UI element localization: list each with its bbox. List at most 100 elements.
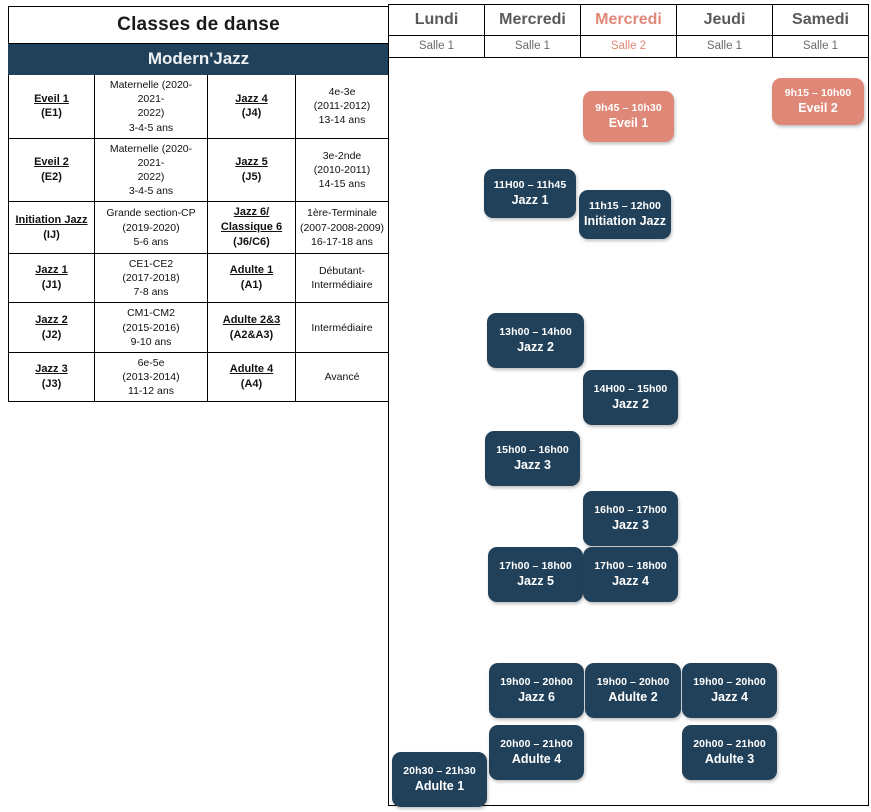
- class-abbr: (A4): [240, 378, 263, 391]
- class-description-right: Avancé: [295, 351, 389, 403]
- room-label: Salle 2: [581, 36, 676, 57]
- classes-table-body: Classes de danse Modern'Jazz: [8, 6, 389, 75]
- dance-style-header: Modern'Jazz: [8, 43, 389, 75]
- class-abbr: (IJ): [43, 228, 60, 241]
- class-description-right: 4e-3e(2011-2012)13-14 ans: [295, 74, 389, 139]
- description-line: 2022): [137, 171, 165, 184]
- class-code-right: Jazz 5(J5): [207, 137, 296, 203]
- class-abbr: (A2&A3): [229, 328, 274, 341]
- description-line: 9-10 ans: [130, 335, 172, 348]
- event-course: Adulte 1: [414, 779, 465, 794]
- classes-table-title-row: Classes de danse: [8, 6, 389, 44]
- class-code-left: Initiation Jazz (IJ): [8, 201, 95, 254]
- event-time: 15h00 – 16h00: [496, 443, 569, 456]
- day-name: Mercredi: [581, 5, 676, 36]
- day-name: Jeudi: [677, 5, 772, 36]
- event-course: Adulte 4: [511, 752, 562, 767]
- description-line: 3e-2nde: [322, 149, 362, 162]
- class-abbr: (J1): [41, 279, 62, 292]
- class-code-left: Jazz 3(J3): [8, 351, 95, 403]
- classes-rows: Eveil 1(E1)Maternelle (2020-2021-2022)3-…: [8, 74, 389, 403]
- class-description-right: Débutant-Intermédiaire: [295, 252, 389, 304]
- room-label: Salle 1: [773, 36, 868, 57]
- event-course: Jazz 3: [514, 458, 551, 473]
- class-code-right: Adulte 4 (A4): [207, 351, 296, 403]
- classes-table: Classes de danse Modern'Jazz Eveil 1 (E1)…: [8, 6, 389, 403]
- event-course: Jazz 4: [711, 690, 748, 705]
- description-line: 16-17-18 ans: [311, 235, 373, 248]
- room-label: Salle 1: [389, 36, 484, 57]
- class-code-right: Jazz 6/ Classique 6(J6/C6): [207, 201, 296, 254]
- page-title: Classes de danse: [8, 6, 389, 44]
- class-name: Jazz 6/ Classique 6: [220, 206, 283, 234]
- event-time: 17h00 – 18h00: [594, 559, 667, 572]
- description-line: (2013-2014): [122, 371, 180, 384]
- description-line: Débutant-: [318, 264, 366, 277]
- class-name: Eveil 1: [34, 92, 69, 105]
- class-name: Jazz 4: [235, 92, 268, 105]
- table-row: Initiation Jazz(IJ)Grande section-CP(201…: [8, 201, 389, 254]
- event-course: Jazz 3: [612, 518, 649, 533]
- description-line: 4e-3e: [328, 86, 356, 99]
- description-line: 13-14 ans: [318, 114, 366, 127]
- table-row: Eveil 1 (E1) Maternelle (2020-2021-2022)3-…: [8, 74, 389, 139]
- event-time: 16h00 – 17h00: [594, 503, 667, 516]
- class-name: Eveil 2: [34, 156, 69, 169]
- class-name: Initiation Jazz: [15, 213, 88, 226]
- day-name: Lundi: [389, 5, 484, 36]
- event-time: 20h00 – 21h00: [500, 737, 573, 750]
- description-line: 5-6 ans: [133, 235, 169, 248]
- description-line: 14-15 ans: [318, 178, 366, 191]
- class-name: Jazz 2: [35, 313, 68, 326]
- description-line: (2015-2016): [122, 321, 180, 334]
- description-line: 3-4-5 ans: [128, 121, 174, 134]
- event-course: Jazz 5: [517, 574, 554, 589]
- class-abbr: (J2): [41, 328, 62, 341]
- description-line: 7-8 ans: [133, 286, 169, 299]
- class-abbr: (J5): [241, 171, 262, 184]
- class-code-right: Jazz 4(J4): [207, 74, 296, 139]
- event-course: Adulte 2: [608, 690, 658, 705]
- description-line: 1ère-Terminale: [306, 207, 378, 220]
- description-line: 3-4-5 ans: [128, 185, 174, 198]
- event-time: 9h15 – 10h00: [784, 86, 852, 99]
- event-course: Jazz 4: [612, 574, 649, 589]
- day-name: Samedi: [773, 5, 868, 36]
- class-description-left: Maternelle (2020-2021-2022)3-4-5 ans: [94, 74, 208, 139]
- event-course: Jazz 1: [511, 193, 549, 208]
- class-description-right: 1ère-Terminale(2007-2008-2009)16-17-18 a…: [295, 201, 389, 254]
- description-line: Maternelle (2020-2021-: [109, 142, 193, 169]
- class-name: Jazz 3: [35, 363, 68, 376]
- class-abbr: (E1): [41, 107, 62, 120]
- class-description-right: Intermédiaire: [295, 302, 389, 353]
- description-line: Grande section-CP: [106, 207, 196, 220]
- classes-table-style-row: Modern'Jazz: [8, 43, 389, 75]
- event-course: Adulte 3: [704, 752, 755, 767]
- event-time: 13h00 – 14h00: [499, 325, 572, 338]
- class-name: Adulte 4: [229, 363, 274, 376]
